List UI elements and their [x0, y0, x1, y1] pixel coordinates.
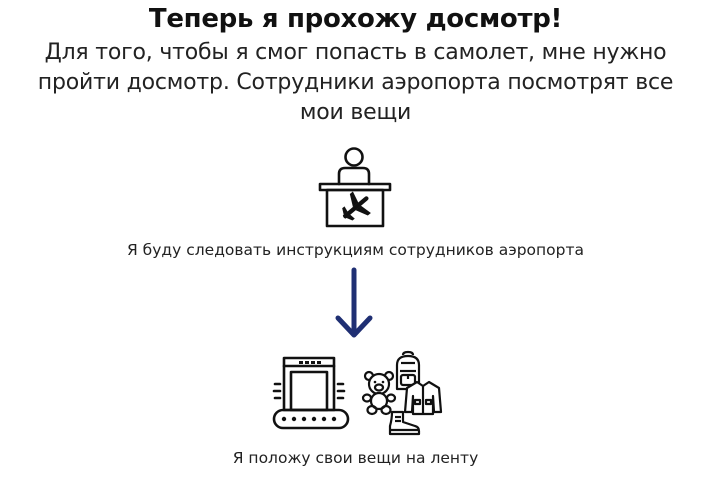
page-title: Теперь я прохожу досмотр!	[148, 4, 563, 34]
security-scanner-icon	[272, 356, 350, 430]
teddy-bear-icon	[361, 370, 397, 416]
jacket-icon	[403, 380, 443, 416]
airport-staff-desk-icon	[318, 147, 392, 228]
step-caption-belt: Я положу свои вещи на ленту	[232, 449, 479, 467]
arrow-down-icon	[335, 267, 373, 338]
intro-text: Для того, чтобы я смог попасть в самолет…	[37, 40, 674, 125]
backpack-icon	[395, 350, 421, 391]
step-caption-staff: Я буду следовать инструкциям сотрудников…	[126, 241, 585, 259]
boot-icon	[388, 410, 421, 436]
